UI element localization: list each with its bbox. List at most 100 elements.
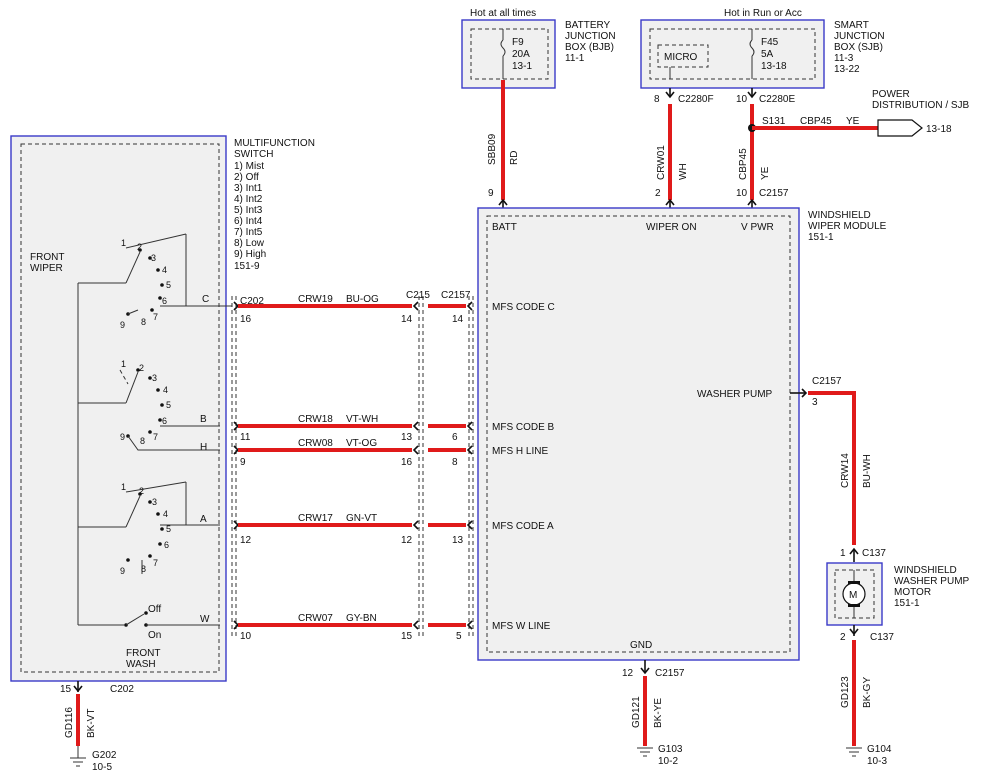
module-title-3: 151-1	[808, 232, 834, 243]
wire-row-crw07: CRW07 GY-BN 10 15 5	[233, 613, 473, 642]
fuse-icon	[749, 29, 755, 79]
sjb-fuse-ref: 13-18	[761, 61, 787, 72]
svg-text:6: 6	[162, 416, 167, 426]
mfs-title-12: 151-9	[234, 261, 260, 272]
c215-label: C215	[406, 290, 430, 301]
bjb-title-4: 11-1	[565, 53, 585, 64]
pump-title-1: WINDSHIELD	[894, 565, 957, 576]
c137-top-label: C137	[862, 548, 886, 559]
svg-text:MFS H LINE: MFS H LINE	[492, 446, 548, 457]
module-title-1: WINDSHIELD	[808, 210, 871, 221]
svg-text:5: 5	[166, 280, 171, 290]
wire-row-crw19: CRW19 BU-OG 16 14 14	[220, 294, 473, 325]
crw14-color: BU-WH	[862, 454, 873, 488]
crw14-circuit: CRW14	[840, 453, 851, 488]
svg-text:10: 10	[240, 631, 252, 642]
wiper-on-pin-top: 8	[654, 94, 660, 105]
bjb-fuse-ref: 13-1	[512, 61, 532, 72]
mfs-title-9: 7) Int5	[234, 227, 263, 238]
pd-color: YE	[846, 116, 860, 127]
pump-title-2: WASHER PUMP	[894, 576, 970, 587]
mfs-title-5: 3) Int1	[234, 183, 263, 194]
svg-text:6: 6	[452, 432, 458, 443]
svg-text:1: 1	[121, 482, 126, 492]
smart-junction-box: MICRO SMART JUNCTION BOX (SJB) 11-3 13-2…	[640, 19, 885, 89]
sjb-title-3: BOX (SJB)	[834, 42, 883, 53]
crw01-circuit: CRW01	[656, 145, 667, 180]
motor-pin-bottom: 2	[840, 632, 846, 643]
pd-title-2: DISTRIBUTION / SJB	[872, 100, 970, 111]
multifunction-switch	[10, 135, 227, 682]
c2157-top-label: C2157	[759, 188, 789, 199]
g104-ref: 10-3	[867, 756, 887, 767]
svg-text:7: 7	[153, 312, 158, 322]
wash-off-label: Off	[148, 604, 161, 615]
pd-ref: 13-18	[926, 124, 952, 135]
svg-text:9: 9	[120, 320, 125, 330]
mfs-title-1: MULTIFUNCTION	[234, 138, 315, 149]
pump-title-4: 151-1	[894, 598, 920, 609]
motor-pin-top: 1	[840, 548, 846, 559]
pump-title-3: MOTOR	[894, 587, 931, 598]
gd121-color: BK-YE	[653, 698, 664, 728]
svg-text:4: 4	[163, 509, 168, 519]
c202-label: C202	[240, 296, 264, 307]
svg-text:16: 16	[240, 314, 252, 325]
switch-group-a: 1 2 3 4 5 6 7 8 9 A	[120, 481, 220, 576]
svg-text:1: 1	[121, 238, 126, 248]
front-wiper-1: FRONT	[30, 252, 64, 263]
wiper-on-pin-bottom: 2	[655, 188, 661, 199]
svg-text:CRW18: CRW18	[298, 414, 333, 425]
output-b-label: B	[200, 414, 207, 425]
output-h-label: H	[200, 442, 207, 453]
c2157-washer-label: C2157	[812, 376, 842, 387]
sjb-fuse-name: F45	[761, 37, 779, 48]
g104-label: G104	[867, 744, 892, 755]
micro-block	[657, 44, 709, 68]
vpwr-pin-bottom: 10	[736, 188, 748, 199]
splice-label: S131	[762, 116, 786, 127]
vpwr-label: V PWR	[741, 222, 774, 233]
wash-on-label: On	[148, 630, 161, 641]
module-gnd-pin: 12	[622, 668, 634, 679]
mfs-title-2: SWITCH	[234, 149, 273, 160]
wire-row-crw18: CRW18 VT-WH 11 13 6	[233, 414, 473, 443]
mfs-ground-conn: C202	[110, 684, 134, 695]
svg-text:MFS CODE C: MFS CODE C	[492, 302, 555, 313]
gnd-label: GND	[630, 640, 652, 651]
svg-text:GN-VT: GN-VT	[346, 513, 377, 524]
mfs-ground-pin: 15	[60, 684, 72, 695]
hot-in-run-label: Hot in Run or Acc	[724, 8, 802, 19]
svg-text:CRW17: CRW17	[298, 513, 333, 524]
svg-text:3: 3	[152, 373, 157, 383]
svg-text:2: 2	[137, 242, 142, 252]
crw01-color: WH	[678, 163, 689, 180]
svg-text:5: 5	[166, 524, 171, 534]
washer-pump-motor: M	[826, 562, 883, 626]
svg-text:9: 9	[120, 566, 125, 576]
svg-text:MFS CODE B: MFS CODE B	[492, 422, 555, 433]
power-distribution-arrow	[877, 119, 923, 137]
svg-text:VT-OG: VT-OG	[346, 438, 377, 449]
wire-row-crw17: CRW17 GN-VT 12 12 13	[233, 513, 473, 546]
svg-text:VT-WH: VT-WH	[346, 414, 378, 425]
mfs-title-7: 5) Int3	[234, 205, 263, 216]
front-wash-2: WASH	[126, 659, 156, 670]
mfs-title-8: 6) Int4	[234, 216, 263, 227]
mfs-title-6: 4) Int2	[234, 194, 263, 205]
gd123-color: BK-GY	[862, 677, 873, 708]
svg-text:5: 5	[456, 631, 462, 642]
svg-text:14: 14	[452, 314, 464, 325]
svg-text:9: 9	[120, 432, 125, 442]
svg-text:16: 16	[401, 457, 413, 468]
front-wash-1: FRONT	[126, 648, 160, 659]
mfs-title-3: 1) Mist	[234, 161, 264, 172]
gd116-circuit: GD116	[64, 707, 75, 738]
svg-text:4: 4	[163, 385, 168, 395]
micro-label: MICRO	[664, 52, 698, 63]
svg-text:8: 8	[140, 436, 145, 446]
mfs-title-4: 2) Off	[234, 172, 259, 183]
output-w-label: W	[200, 614, 210, 625]
cbp45-color: YE	[760, 166, 771, 180]
